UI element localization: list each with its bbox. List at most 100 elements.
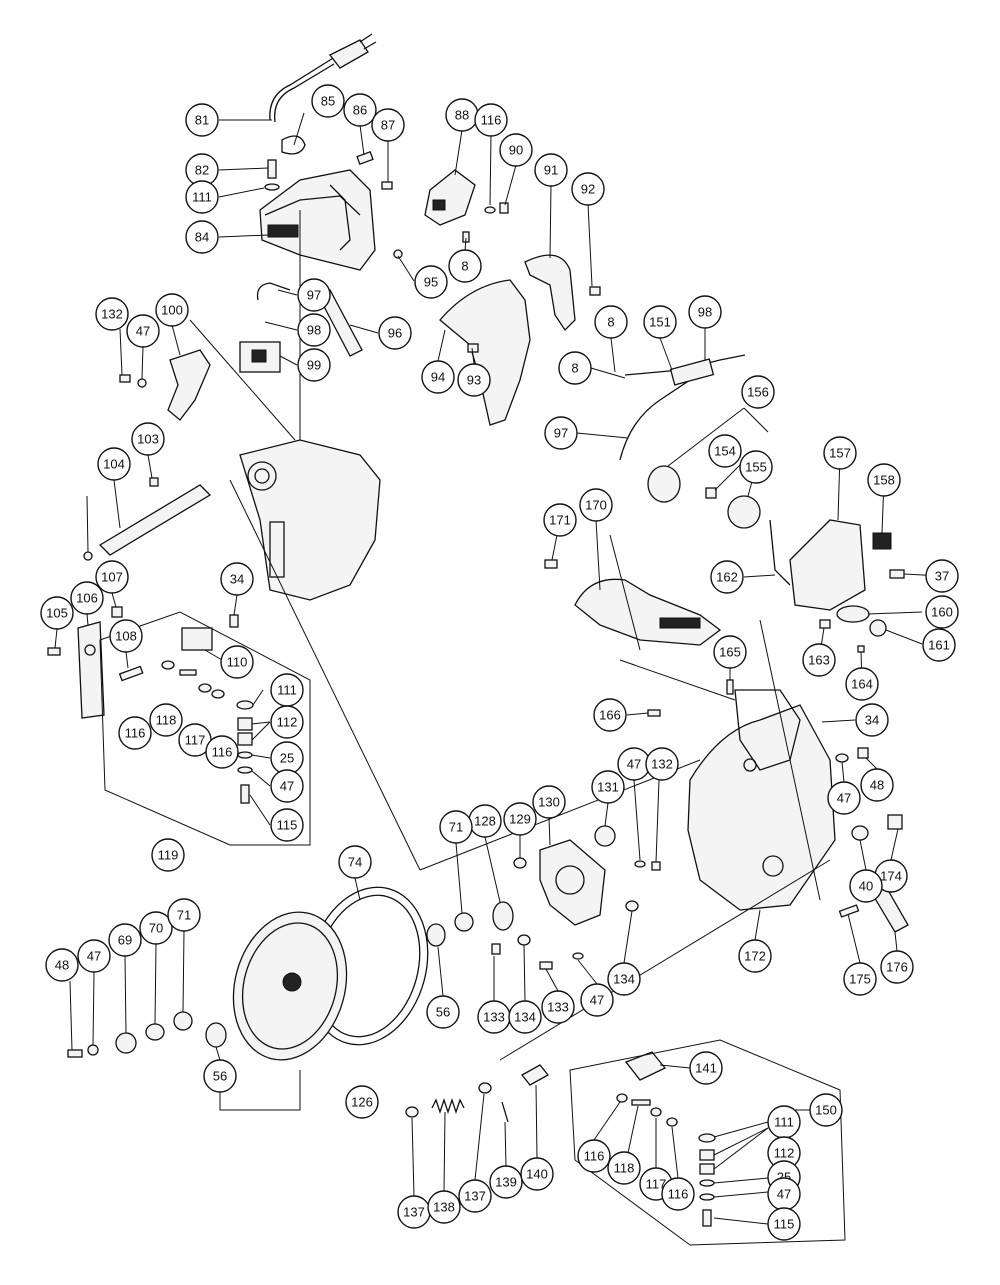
part-number: 134 bbox=[613, 972, 635, 987]
part-number: 91 bbox=[544, 163, 558, 178]
callout: 112 bbox=[270, 705, 304, 739]
part-number: 97 bbox=[307, 288, 321, 303]
callout: 134 bbox=[607, 962, 641, 996]
callout: 138 bbox=[427, 1190, 461, 1224]
callout: 141 bbox=[689, 1051, 723, 1085]
part-number: 8 bbox=[461, 259, 468, 274]
part-number: 37 bbox=[935, 569, 949, 584]
part-number: 47 bbox=[777, 1187, 791, 1202]
callout: 84 bbox=[185, 220, 219, 254]
part-number: 47 bbox=[280, 779, 294, 794]
part-number: 163 bbox=[808, 653, 830, 668]
part-number: 131 bbox=[597, 780, 619, 795]
part-number: 34 bbox=[230, 572, 244, 587]
part-number: 69 bbox=[118, 933, 132, 948]
part-number: 81 bbox=[195, 113, 209, 128]
callout: 71 bbox=[439, 810, 473, 844]
part-number: 111 bbox=[192, 190, 212, 205]
spring bbox=[431, 1097, 465, 1115]
callout: 133 bbox=[541, 990, 575, 1024]
part-number: 138 bbox=[433, 1200, 455, 1215]
callout: 92 bbox=[571, 172, 605, 206]
part-number: 170 bbox=[585, 498, 607, 513]
callout: 134 bbox=[508, 1000, 542, 1034]
callout: 118 bbox=[149, 703, 183, 737]
part-number: 155 bbox=[745, 460, 767, 475]
callout: 119 bbox=[151, 838, 185, 872]
part-number: 116 bbox=[584, 1149, 605, 1164]
callout: 129 bbox=[503, 802, 537, 836]
callout: 47 bbox=[827, 781, 861, 815]
callout: 8 bbox=[448, 249, 482, 283]
part-number: 158 bbox=[873, 473, 895, 488]
callout: 156 bbox=[741, 375, 775, 409]
part-number: 130 bbox=[538, 795, 560, 810]
callout: 107 bbox=[95, 560, 129, 594]
callout: 86 bbox=[343, 93, 377, 127]
part-number: 133 bbox=[483, 1010, 505, 1025]
side-cover bbox=[439, 279, 531, 426]
handle-housing bbox=[259, 169, 376, 271]
callout: 34 bbox=[220, 562, 254, 596]
callout: 99 bbox=[297, 348, 331, 382]
callout: 87 bbox=[371, 108, 405, 142]
callout: 140 bbox=[520, 1157, 554, 1191]
callout: 8 bbox=[558, 351, 592, 385]
callout: 132 bbox=[95, 297, 129, 331]
part-number: 134 bbox=[514, 1010, 536, 1025]
part-number: 151 bbox=[649, 315, 671, 330]
callout: 8 bbox=[594, 305, 628, 339]
part-number: 119 bbox=[158, 848, 179, 863]
part-number: 86 bbox=[353, 103, 367, 118]
callout: 130 bbox=[532, 785, 566, 819]
callout: 47 bbox=[126, 314, 160, 348]
part-number: 103 bbox=[137, 432, 159, 447]
callout: 115 bbox=[767, 1207, 801, 1241]
brush-holder bbox=[181, 627, 213, 651]
part-number: 56 bbox=[213, 1069, 227, 1084]
callout: 116 bbox=[577, 1139, 611, 1173]
callout-labels: 81 85 86 87 88 116 90 91 92 82 111 84 8 … bbox=[40, 84, 959, 1241]
callout: 93 bbox=[457, 363, 491, 397]
part-number: 47 bbox=[837, 791, 851, 806]
callout: 103 bbox=[131, 422, 165, 456]
callout: 126 bbox=[345, 1085, 379, 1119]
part-number: 90 bbox=[509, 143, 523, 158]
part-number: 40 bbox=[859, 879, 873, 894]
callout: 98 bbox=[688, 295, 722, 329]
part-drawings bbox=[47, 33, 909, 1227]
callout: 71 bbox=[167, 898, 201, 932]
pin bbox=[356, 151, 374, 165]
bracket bbox=[167, 349, 211, 421]
callout: 170 bbox=[579, 488, 613, 522]
spindle-bracket bbox=[539, 839, 606, 926]
part-number: 137 bbox=[464, 1189, 486, 1204]
part-number: 118 bbox=[614, 1161, 635, 1176]
callout: 116 bbox=[474, 103, 508, 137]
callout: 171 bbox=[543, 503, 577, 537]
callout: 106 bbox=[70, 581, 104, 615]
callout: 116 bbox=[205, 735, 239, 769]
callout: 47 bbox=[767, 1177, 801, 1211]
part-number: 116 bbox=[125, 726, 146, 741]
part-number: 25 bbox=[280, 751, 294, 766]
part-number: 88 bbox=[455, 108, 469, 123]
screw bbox=[267, 159, 277, 179]
lamp-bracket bbox=[789, 519, 866, 611]
callout: 111 bbox=[767, 1105, 801, 1139]
part-number: 47 bbox=[136, 324, 150, 339]
link-plate bbox=[98, 484, 212, 556]
callout: 110 bbox=[220, 645, 254, 679]
callout: 40 bbox=[849, 869, 883, 903]
part-number: 132 bbox=[101, 307, 123, 322]
callout: 116 bbox=[661, 1177, 695, 1211]
callout: 150 bbox=[809, 1093, 843, 1127]
part-number: 82 bbox=[195, 163, 209, 178]
part-number: 8 bbox=[607, 315, 614, 330]
washer bbox=[264, 183, 280, 191]
callout: 47 bbox=[270, 769, 304, 803]
cord-clamp bbox=[281, 135, 306, 155]
callout: 118 bbox=[607, 1151, 641, 1185]
cover-plate bbox=[77, 621, 105, 719]
part-number: 47 bbox=[87, 949, 101, 964]
